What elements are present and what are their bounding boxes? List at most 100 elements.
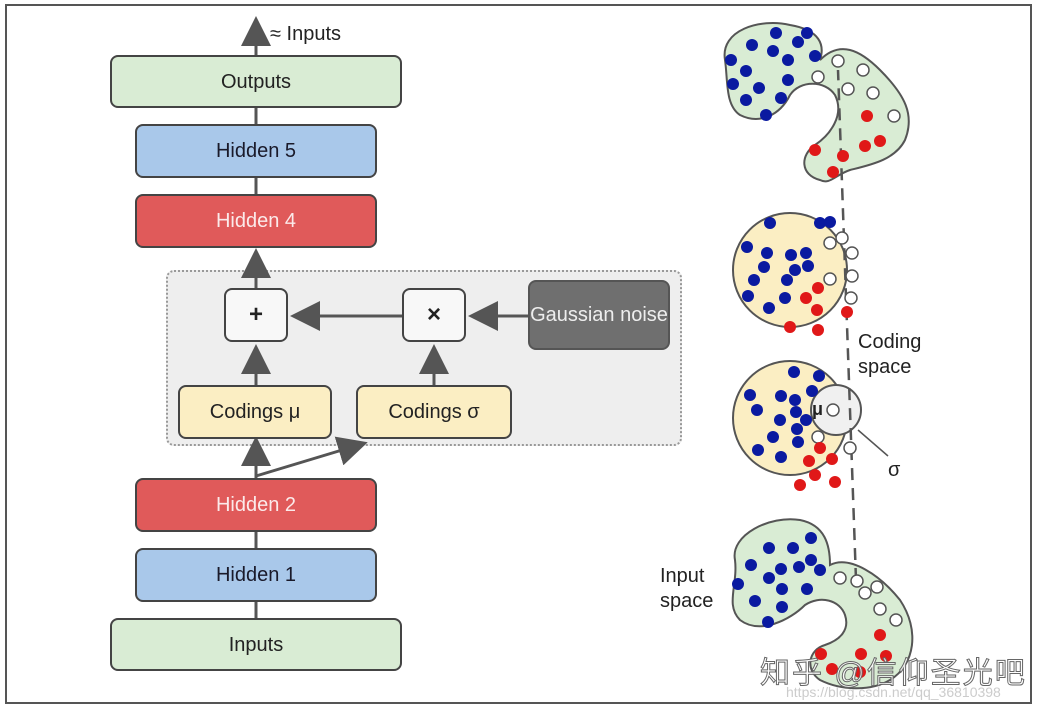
data-point-blue	[745, 559, 757, 571]
data-point-blue	[801, 583, 813, 595]
hidden2-layer: Hidden 2	[135, 478, 377, 532]
watermark-text: 知乎 @信仰圣光吧	[760, 657, 1027, 691]
data-point-red	[827, 166, 839, 178]
data-point-blue	[762, 616, 774, 628]
data-point-red	[803, 455, 815, 467]
codings-mu-layer: Codings μ	[178, 385, 332, 439]
data-point-blue	[776, 583, 788, 595]
encoded-point-white	[873, 602, 887, 616]
data-point-blue	[764, 217, 776, 229]
data-point-blue	[800, 414, 812, 426]
data-point-blue	[740, 94, 752, 106]
mu-symbol: μ	[812, 399, 824, 419]
outputs-layer: Outputs	[110, 55, 402, 108]
data-point-red	[815, 648, 827, 660]
data-point-red	[855, 648, 867, 660]
data-point-blue	[775, 390, 787, 402]
data-point-blue	[752, 444, 764, 456]
data-point-blue	[789, 264, 801, 276]
data-point-red	[837, 150, 849, 162]
data-point-blue	[779, 292, 791, 304]
encoded-point-white	[811, 430, 825, 444]
data-point-blue	[753, 82, 765, 94]
data-point-blue	[805, 554, 817, 566]
data-point-blue	[775, 92, 787, 104]
data-point-blue	[767, 431, 779, 443]
data-point-red	[826, 453, 838, 465]
encoded-point-white	[831, 54, 845, 68]
encoded-point-white	[843, 441, 857, 455]
data-point-red	[880, 650, 892, 662]
data-points	[725, 27, 903, 678]
encoded-point-white	[811, 70, 825, 84]
codings-sigma-layer: Codings σ	[356, 385, 512, 439]
approx-inputs-label: ≈ Inputs	[270, 23, 342, 45]
encoded-point-white	[833, 571, 847, 585]
data-point-blue	[791, 423, 803, 435]
encoded-point-white	[845, 269, 859, 283]
encoded-point-white	[826, 403, 840, 417]
encoded-point-white	[850, 574, 864, 588]
gaussian-noise-box: Gaussian noise	[528, 280, 670, 350]
watermark-url: https://blog.csdn.net/qq_36810398	[786, 684, 1001, 700]
data-point-red	[809, 469, 821, 481]
data-point-red	[794, 479, 806, 491]
data-point-blue	[744, 389, 756, 401]
data-point-blue	[802, 260, 814, 272]
data-point-blue	[748, 274, 760, 286]
data-point-blue	[814, 564, 826, 576]
data-point-blue	[758, 261, 770, 273]
data-point-blue	[781, 274, 793, 286]
data-point-blue	[785, 249, 797, 261]
data-point-blue	[751, 404, 763, 416]
data-point-blue	[741, 241, 753, 253]
hidden5-layer: Hidden 5	[135, 124, 377, 178]
data-point-blue	[763, 302, 775, 314]
data-point-blue	[776, 601, 788, 613]
arrow-h2-sigma	[255, 436, 368, 478]
data-point-red	[874, 135, 886, 147]
data-point-blue	[767, 45, 779, 57]
data-point-red	[841, 306, 853, 318]
data-point-blue	[775, 563, 787, 575]
data-point-blue	[746, 39, 758, 51]
data-point-red	[854, 666, 866, 678]
data-point-blue	[782, 74, 794, 86]
encoded-point-white	[845, 246, 859, 260]
encoded-point-white	[841, 82, 855, 96]
input-space	[731, 518, 914, 690]
data-point-blue	[814, 217, 826, 229]
data-point-blue	[749, 595, 761, 607]
data-point-red	[812, 282, 824, 294]
inputs-layer: Inputs	[110, 618, 402, 671]
encoded-point-white	[823, 236, 837, 250]
data-point-red	[826, 663, 838, 675]
data-point-blue	[801, 27, 813, 39]
data-point-blue	[813, 370, 825, 382]
encoded-point-white	[835, 231, 849, 245]
data-point-blue	[763, 572, 775, 584]
data-point-red	[859, 140, 871, 152]
data-point-red	[812, 324, 824, 336]
data-point-blue	[800, 247, 812, 259]
data-point-red	[829, 476, 841, 488]
times-operator: ×	[402, 288, 466, 342]
data-point-blue	[782, 54, 794, 66]
encoded-point-white	[870, 580, 884, 594]
data-point-blue	[790, 406, 802, 418]
data-point-red	[874, 629, 886, 641]
data-point-blue	[725, 54, 737, 66]
data-point-blue	[806, 385, 818, 397]
data-point-blue	[742, 290, 754, 302]
data-point-blue	[793, 561, 805, 573]
data-point-blue	[809, 50, 821, 62]
data-point-blue	[770, 27, 782, 39]
data-point-red	[861, 110, 873, 122]
data-point-red	[814, 442, 826, 454]
data-point-blue	[789, 394, 801, 406]
data-point-red	[784, 321, 796, 333]
encoded-point-white	[889, 613, 903, 627]
sigma-symbol: σ	[888, 459, 901, 481]
data-point-blue	[740, 65, 752, 77]
